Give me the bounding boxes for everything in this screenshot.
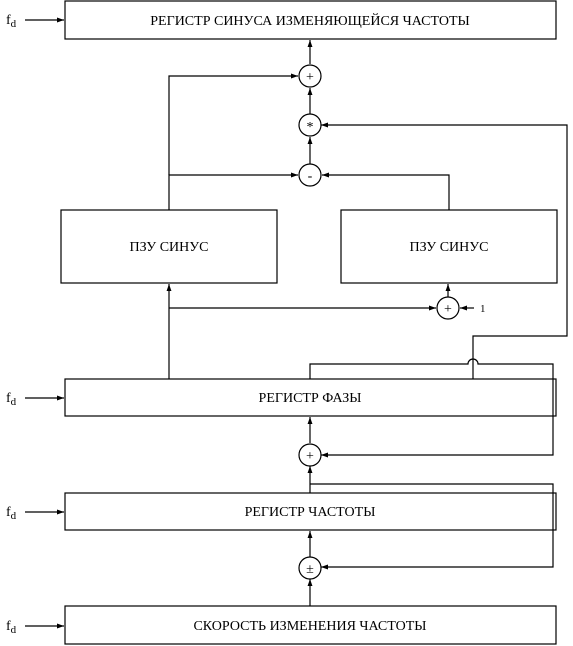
clock-input-2: fd [6, 391, 64, 408]
adder-subtractor: ± [298, 556, 322, 580]
clock-label: fd [6, 13, 17, 30]
clock-label: fd [6, 391, 17, 408]
plus-sign: + [306, 70, 314, 85]
adder-rom: + [436, 296, 460, 320]
subtractor: - [298, 163, 322, 187]
rom-left-block: ПЗУ СИНУС [60, 209, 278, 284]
rom-right-block: ПЗУ СИНУС [340, 209, 558, 284]
rom-left-label: ПЗУ СИНУС [130, 240, 209, 255]
clock-label: fd [6, 505, 17, 522]
frequency-register-label: РЕГИСТР ЧАСТОТЫ [245, 505, 376, 520]
clock-input-4: fd [6, 619, 64, 636]
phase-register-block: РЕГИСТР ФАЗЫ [64, 378, 557, 417]
rate-of-change-block: СКОРОСТЬ ИЗМЕНЕНИЯ ЧАСТОТЫ [64, 605, 557, 645]
wire-rom-left-to-sub [168, 172, 298, 210]
multiplier: * [298, 113, 322, 137]
adder-top: + [298, 64, 322, 88]
clock-label: fd [6, 619, 17, 636]
plus-sign: + [444, 302, 452, 317]
minus-sign: - [308, 169, 313, 184]
constant-one-label: 1 [480, 303, 486, 315]
frequency-register-block: РЕГИСТР ЧАСТОТЫ [64, 492, 557, 531]
clock-input-1: fd [6, 13, 64, 30]
sine-register-block: РЕГИСТР СИНУСА ИЗМЕНЯЮЩЕЙСЯ ЧАСТОТЫ [64, 0, 557, 40]
wire-freq-feedback [310, 483, 554, 570]
phase-register-label: РЕГИСТР ФАЗЫ [259, 391, 362, 406]
adder-phase: + [298, 443, 322, 467]
multiply-sign: * [307, 120, 314, 135]
wire-phase-feedback [309, 358, 554, 458]
wire-to-multiplier [321, 122, 568, 379]
clock-input-3: fd [6, 505, 64, 522]
plus-minus-sign: ± [306, 562, 314, 577]
plus-sign: + [306, 449, 314, 464]
wire-rom-right-to-sub [322, 172, 450, 210]
rate-of-change-label: СКОРОСТЬ ИЗМЕНЕНИЯ ЧАСТОТЫ [193, 619, 426, 634]
sine-register-label: РЕГИСТР СИНУСА ИЗМЕНЯЮЩЕЙСЯ ЧАСТОТЫ [150, 12, 469, 29]
wire-rom-left-to-add [168, 73, 298, 175]
rom-right-label: ПЗУ СИНУС [410, 240, 489, 255]
